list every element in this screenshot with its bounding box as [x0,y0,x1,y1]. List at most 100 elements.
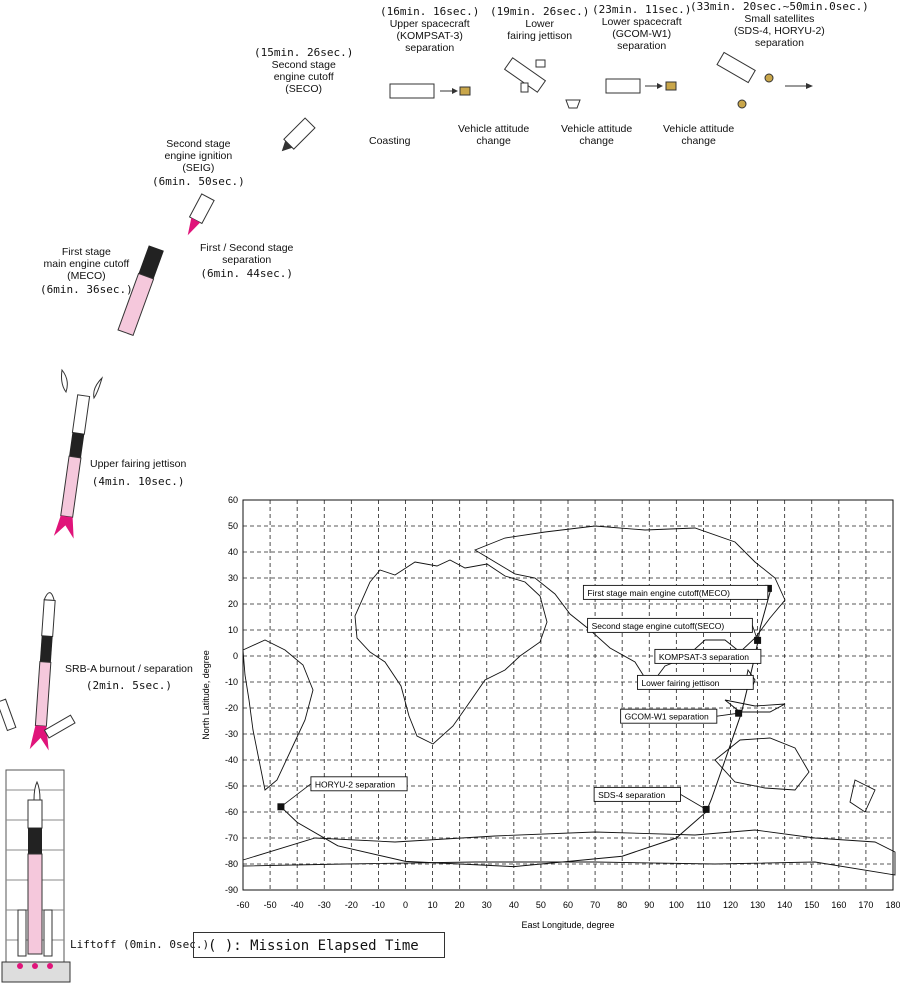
y-tick-label: 30 [228,573,238,583]
x-tick-label: 170 [858,900,873,910]
label-meco: First stage main engine cutoff (MECO) (6… [40,246,133,296]
direction-arrow-head [806,83,813,89]
legend-text: ( ): Mission Elapsed Time [208,938,419,954]
gcom-separation-stage [605,78,677,94]
y-tick-label: 20 [228,599,238,609]
event-markers: First stage main engine cutoff(MECO) Seco… [277,584,772,813]
seig-second-stage [187,193,215,236]
y-tick-label: 0 [233,651,238,661]
x-tick-label: 140 [777,900,792,910]
x-tick-label: 70 [590,900,600,910]
event-label-box [654,648,762,664]
event-label: SDS-4 separation [598,790,665,800]
sds4-satellite [764,73,774,83]
x-tick-label: -60 [236,900,249,910]
fairing-jettison-rocket [53,394,91,539]
event-label: KOMPSAT-3 separation [659,652,749,662]
x-axis-label: East Longitude, degree [521,920,614,930]
x-tick-label: 150 [804,900,819,910]
y-tick-label: -90 [225,885,238,895]
event-label-box [310,776,408,792]
event-leader [280,783,312,808]
x-tick-label: 40 [509,900,519,910]
srb-right [43,714,76,739]
x-tick-label: 20 [455,900,465,910]
horyu2-satellite [737,99,747,109]
y-tick-label: 10 [228,625,238,635]
event-leader [716,712,739,717]
label-liftoff: Liftoff (0min. 0sec.) [70,938,210,951]
y-tick-label: -50 [225,781,238,791]
x-tick-label: 180 [885,900,900,910]
fairing-half-left [61,368,68,394]
ground-track-map: First stage main engine cutoff(MECO) Seco… [201,495,900,930]
label-kompsat: (16min. 16sec.) Upper spacecraft (KOMPSA… [380,5,480,55]
event-marker [277,803,285,811]
fairing-piece-3 [565,99,581,109]
coastlines [242,525,896,876]
x-tick-label: 130 [750,900,765,910]
x-tick-label: 90 [644,900,654,910]
seco-second-stage [281,117,316,152]
label-attitude-change-1: Vehicle attitude change [458,123,530,147]
label-upper-fairing: Upper fairing jettison (4min. 10sec.) [90,458,187,488]
x-tick-label: 10 [428,900,438,910]
label-attitude-change-2: Vehicle attitude change [561,123,633,147]
label-small-sats: (33min. 20sec.~50min.0sec.) Small satell… [690,0,869,50]
event-leader [680,794,707,810]
label-lower-fairing: (19min. 26sec.) Lower fairing jettison [490,5,590,43]
x-tick-label: -40 [291,900,304,910]
fairing-piece-1 [535,59,546,68]
event-label: First stage main engine cutoff(MECO) [587,588,730,598]
x-tick-label: 60 [563,900,573,910]
liftoff-rocket [1,769,71,983]
event-label: Second stage engine cutoff(SECO) [592,621,725,631]
event-label-box [637,674,754,690]
event-label-box [620,708,718,724]
map-grid [242,499,894,891]
label-gcom: (23min. 11sec.) Lower spacecraft (GCOM-W… [592,3,692,53]
event-marker [702,805,710,813]
label-stage-separation: First / Second stage separation (6min. 4… [200,242,294,280]
kompsat-separation-stage [389,83,471,99]
y-tick-label: -30 [225,729,238,739]
small-sats-separation-stage [716,51,756,84]
x-tick-label: 50 [536,900,546,910]
y-tick-label: 40 [228,547,238,557]
event-label: GCOM-W1 separation [625,712,709,722]
y-tick-label: 50 [228,521,238,531]
y-tick-label: -10 [225,677,238,687]
x-tick-label: 110 [696,900,710,910]
event-marker [754,636,762,644]
srb-left [0,698,17,732]
legend-mission-elapsed-time: ( ): Mission Elapsed Time [193,932,445,958]
y-axis-label: North Latitude, degree [201,650,211,740]
label-srb: SRB-A burnout / separation (2min. 5sec.) [65,663,193,692]
x-tick-label: 30 [482,900,492,910]
meco-rocket [117,245,164,337]
label-seco: (15min. 26sec.) Second stage engine cuto… [254,46,354,96]
event-label: Lower fairing jettison [641,678,719,688]
label-coasting: Coasting [369,135,411,147]
x-tick-label: -20 [345,900,358,910]
y-tick-label: 60 [228,495,238,505]
event-label-box [593,786,681,802]
event-label-box [587,617,753,633]
label-seig: Second stage engine ignition (SEIG) (6mi… [152,138,245,188]
x-tick-label: 160 [831,900,846,910]
y-tick-label: -60 [225,807,238,817]
fairing-half-right [93,376,104,400]
x-tick-label: -30 [318,900,331,910]
y-tick-label: -70 [225,833,238,843]
x-tick-label: 120 [723,900,738,910]
y-tick-label: -80 [225,859,238,869]
x-tick-label: 0 [403,900,408,910]
y-tick-label: -40 [225,755,238,765]
x-tick-label: 100 [669,900,684,910]
event-label: HORYU-2 separation [315,779,395,789]
srb-separation-rocket [29,592,56,751]
y-tick-label: -20 [225,703,238,713]
label-attitude-change-3: Vehicle attitude change [663,123,735,147]
